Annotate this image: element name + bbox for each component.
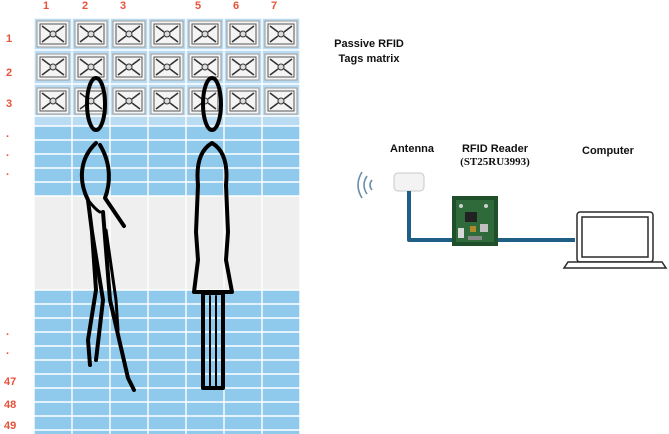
row-label-47: 47 xyxy=(4,376,17,388)
rfid-tag-icon xyxy=(36,20,70,48)
rfid-tag-icon xyxy=(112,20,146,48)
row-label-dot: . xyxy=(6,166,10,178)
rfid-tag-icon xyxy=(226,53,260,81)
column-label-3: 3 xyxy=(119,0,127,12)
row-label-dot: . xyxy=(6,128,10,140)
rfid-tag-icon xyxy=(150,87,184,115)
rfid-reader-label-line-1: RFID Reader xyxy=(461,143,529,155)
column-label-5: 5 xyxy=(194,0,202,12)
row-label-dot: . xyxy=(6,326,10,338)
computer-label: Computer xyxy=(582,145,634,157)
rfid-tag-icon xyxy=(188,20,222,48)
rfid-tag-icon xyxy=(74,87,108,115)
column-label-7: 7 xyxy=(270,0,278,12)
row-label-49: 49 xyxy=(4,420,17,432)
row-label-48: 48 xyxy=(4,399,17,411)
rfid-tag-icon xyxy=(74,53,108,81)
column-label-2: 2 xyxy=(81,0,89,12)
rfid-tag-icon xyxy=(226,87,260,115)
rfid-tag-icon xyxy=(264,20,298,48)
rfid-tag-icon xyxy=(112,87,146,115)
rfid-tag-icon xyxy=(264,87,298,115)
matrix-title-line-2: Tags matrix xyxy=(338,53,400,65)
rfid-reader-label: RFID Reader (ST25RU3993) xyxy=(440,143,550,168)
laptop-icon xyxy=(562,211,668,269)
row-label-3: 3 xyxy=(6,98,13,110)
rfid-tag-icon xyxy=(150,20,184,48)
column-label-6: 6 xyxy=(232,0,240,12)
matrix-title-line-1: Passive RFID xyxy=(334,38,404,50)
matrix-title: Passive RFID Tags matrix xyxy=(324,38,414,65)
rfid-reader-board-icon xyxy=(452,196,498,246)
row-label-2: 2 xyxy=(6,67,13,79)
antenna-label: Antenna xyxy=(390,143,434,155)
rfid-tag-icon xyxy=(264,53,298,81)
standing-person-icon xyxy=(192,76,234,390)
antenna-icon xyxy=(357,171,425,199)
walking-person-icon xyxy=(79,76,136,392)
rfid-tag-icon xyxy=(226,20,260,48)
rfid-tag-icon xyxy=(74,20,108,48)
rfid-reader-label-line-2: (ST25RU3993) xyxy=(460,156,530,168)
rfid-tag-icon xyxy=(36,87,70,115)
rfid-tag-icon xyxy=(188,53,222,81)
row-label-dot: . xyxy=(6,345,10,357)
column-label-1: 1 xyxy=(42,0,50,12)
row-label-dot: . xyxy=(6,147,10,159)
rfid-tag-icon xyxy=(112,53,146,81)
cables xyxy=(407,191,575,242)
rfid-tag-icon xyxy=(36,53,70,81)
row-label-1: 1 xyxy=(6,33,13,45)
rfid-tag-icon xyxy=(150,53,184,81)
